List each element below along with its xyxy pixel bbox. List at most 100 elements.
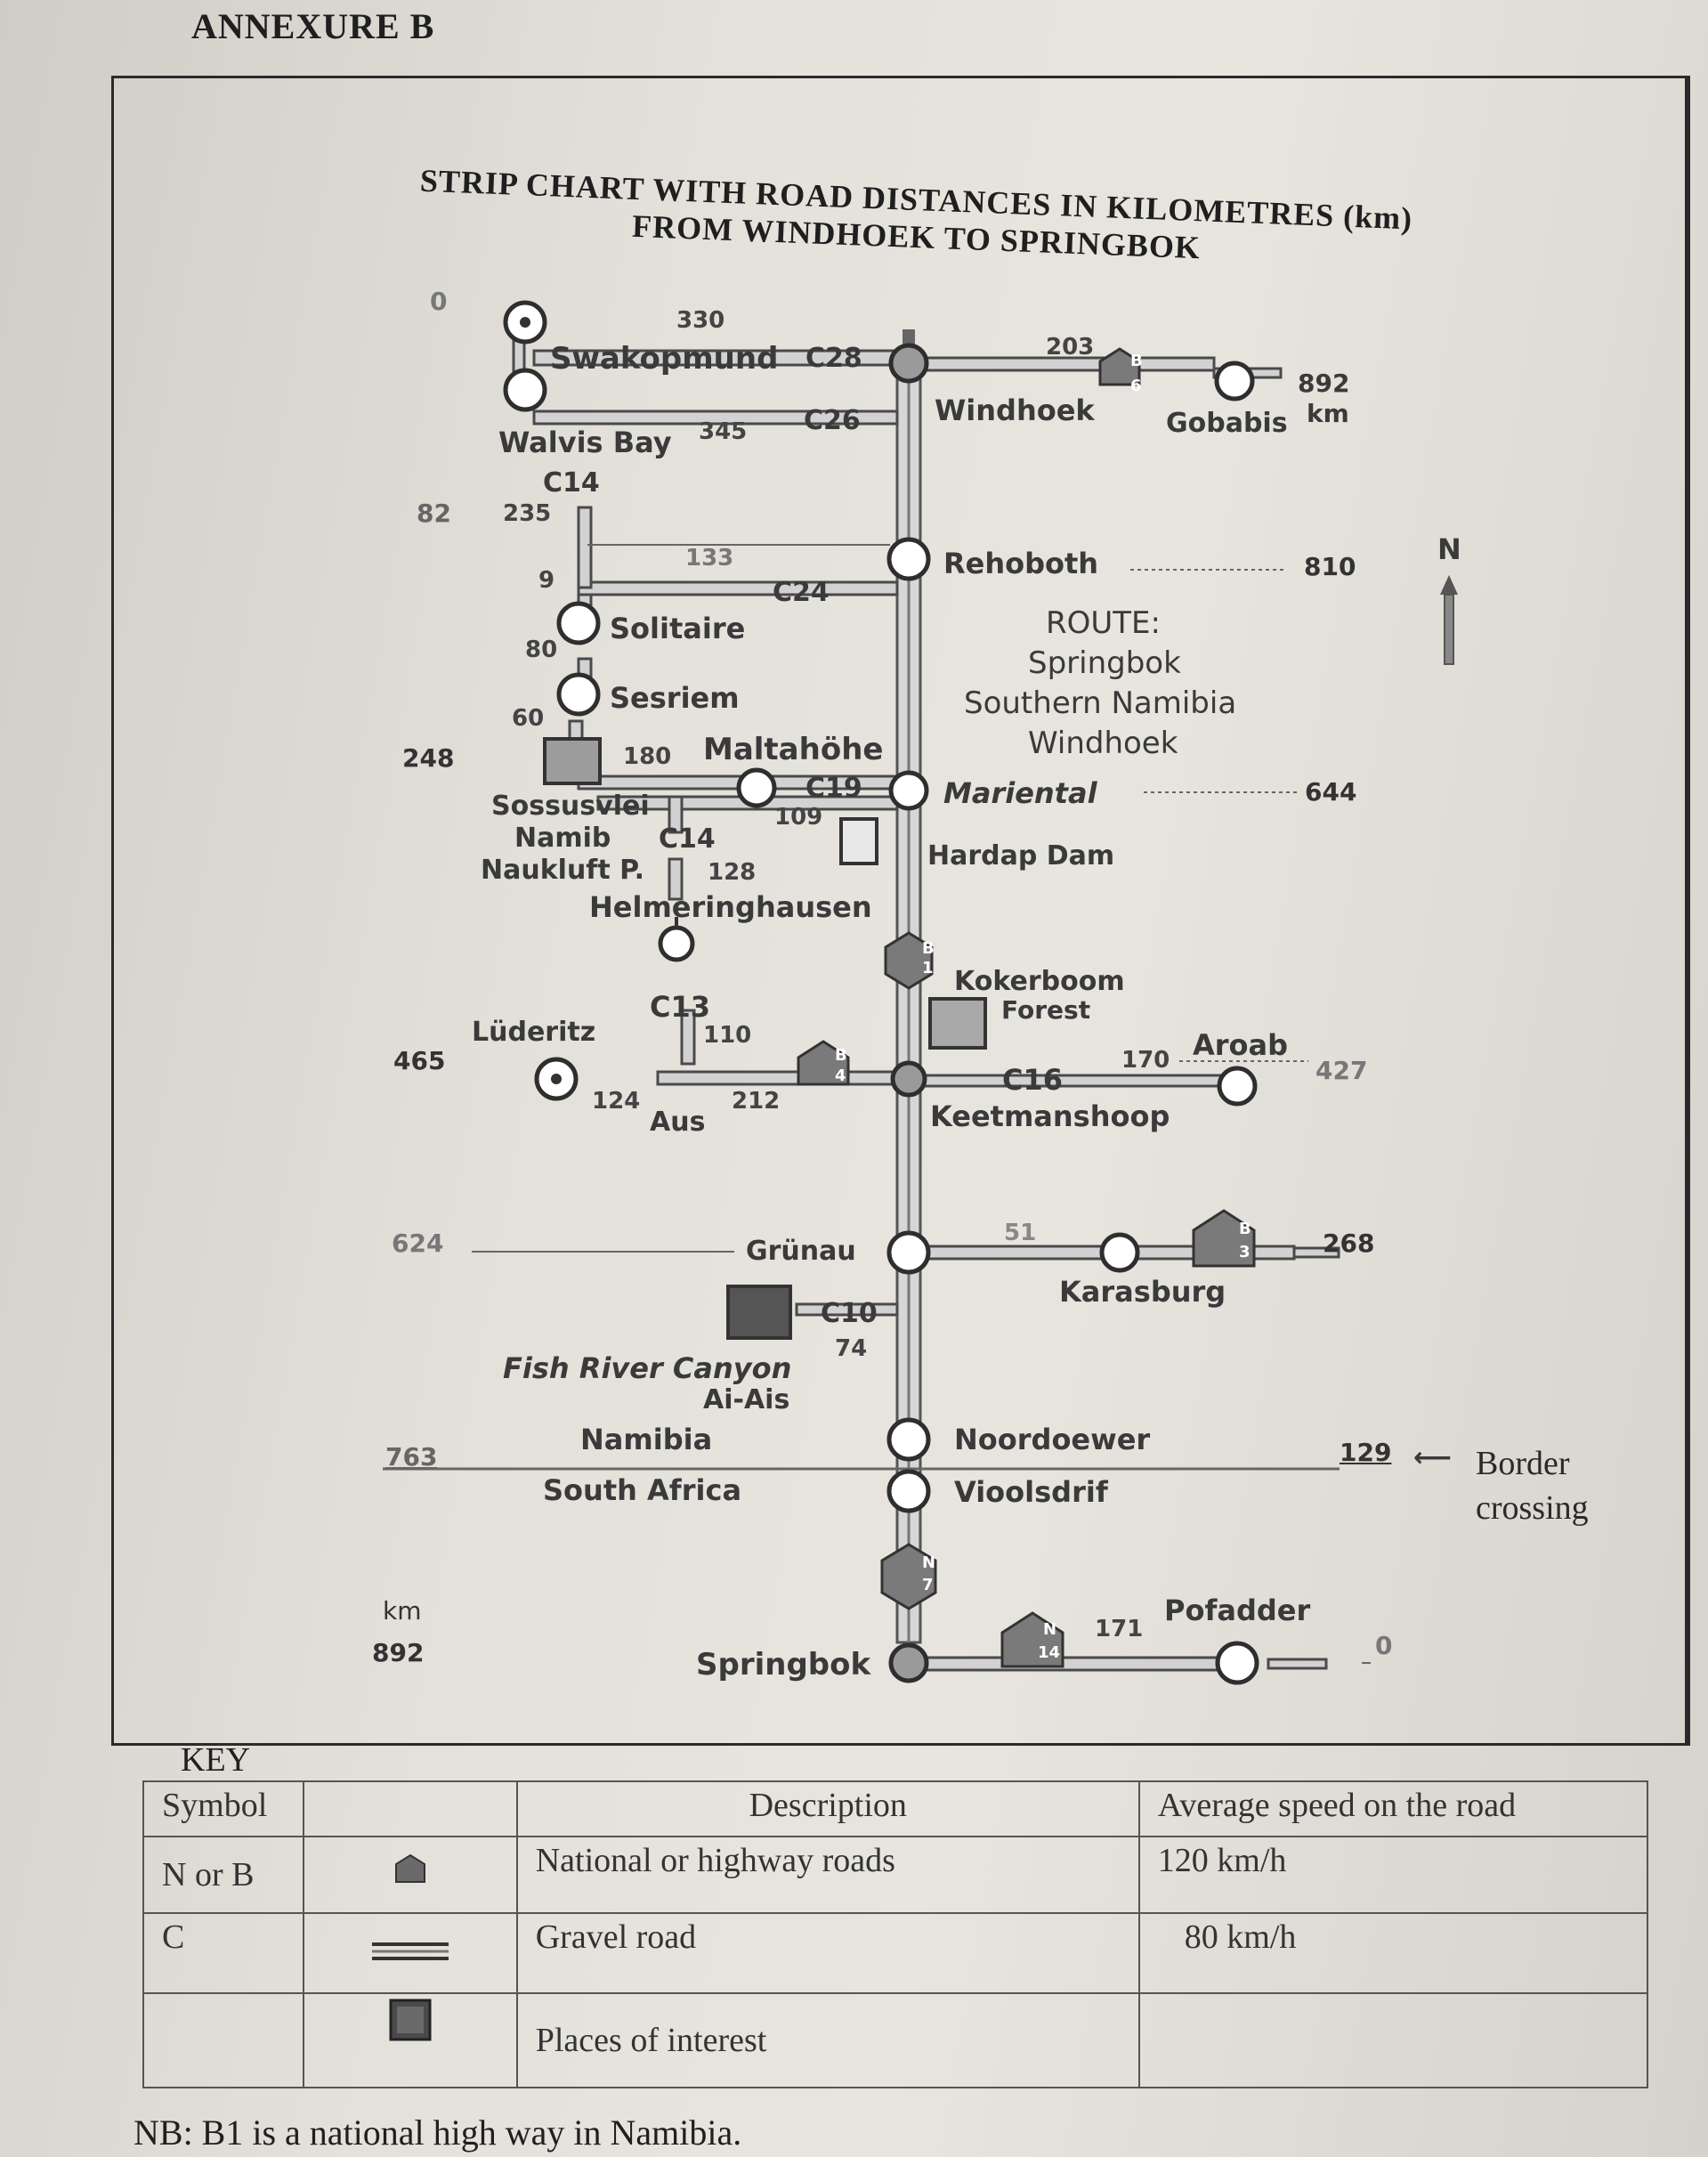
highway-shields <box>797 347 1256 1668</box>
shield-3: 3 <box>1239 1243 1251 1261</box>
sossusvlei-square <box>543 737 602 785</box>
label-gobabis-km: 892 <box>1298 369 1350 398</box>
distance-124: 124 <box>592 1088 641 1115</box>
distance-330: 330 <box>676 307 725 334</box>
annexure-label: ANNEXURE B <box>191 6 435 46</box>
kokerboom-square <box>928 997 987 1050</box>
label-hardap-dam: Hardap Dam <box>927 840 1115 872</box>
windhoek-marker <box>888 343 929 384</box>
walvis-bay-marker <box>503 368 547 412</box>
solitaire-marker <box>556 601 601 645</box>
key-description: National or highway roads <box>515 1836 1140 1914</box>
b6-shield-icon <box>1098 347 1141 386</box>
keetmanshoop-marker <box>890 1060 927 1098</box>
key-header-blank <box>302 1780 518 1837</box>
label-south-africa: South Africa <box>543 1473 742 1507</box>
road-c16: C16 <box>1002 1063 1064 1097</box>
north-arrow <box>1440 575 1458 665</box>
map-frame <box>111 76 1690 1746</box>
route-heading: ROUTE: <box>1046 605 1161 641</box>
label-springbok: Springbok <box>696 1647 871 1683</box>
label-aroab: Aroab <box>1193 1028 1289 1062</box>
road-c24: C24 <box>773 577 830 608</box>
label-solitaire: Solitaire <box>610 612 746 645</box>
route-line-1: Springbok <box>1028 645 1181 681</box>
left-tick-248: 248 <box>402 743 455 773</box>
key-row: N or B National or highway roads 120 km/… <box>142 1836 1649 1914</box>
key-speed <box>1137 1992 1649 2088</box>
label-swakopmund: Swakopmund <box>550 341 779 377</box>
compass-label: N <box>1437 532 1461 566</box>
key-symbol: C <box>142 1912 304 1994</box>
distance-80: 80 <box>525 637 558 663</box>
label-vioolsdrif: Vioolsdrif <box>954 1475 1108 1509</box>
key-header-row: Symbol Description Average speed on the … <box>142 1780 1649 1837</box>
distance-109: 109 <box>774 804 823 831</box>
place-square-icon <box>302 1992 518 2088</box>
km-total: 892 <box>372 1638 425 1667</box>
distance-128: 128 <box>708 859 757 886</box>
key-title: KEY <box>181 1741 251 1779</box>
noordoewer-marker <box>886 1417 931 1462</box>
n7-shield-icon <box>880 1543 937 1610</box>
key-speed: 80 km/h <box>1137 1912 1649 1994</box>
shield-1: 1 <box>922 959 934 977</box>
hardap-square <box>839 817 878 865</box>
label-mariental: Mariental <box>943 776 1097 810</box>
reference-lines <box>383 544 1371 1664</box>
key-speed: 120 km/h <box>1137 1836 1649 1914</box>
gobabis-marker <box>1214 361 1255 401</box>
distance-74: 74 <box>835 1335 868 1362</box>
right-tick-810: 810 <box>1304 552 1356 581</box>
label-namib: Namib <box>514 823 611 854</box>
distance-51: 51 <box>1004 1220 1037 1246</box>
label-noordoewer: Noordoewer <box>954 1423 1151 1456</box>
label-grunau: Grünau <box>746 1236 856 1267</box>
road-c28: C28 <box>805 343 862 374</box>
road-c13: C13 <box>650 990 711 1024</box>
road-c14-south: C14 <box>659 823 716 855</box>
pofadder-marker <box>1215 1641 1259 1685</box>
right-tick-129: 129 <box>1340 1438 1392 1467</box>
shield-b-aus: B <box>835 1046 847 1065</box>
arrow-left-icon: ⟵ <box>1413 1442 1453 1473</box>
km-unit: km <box>383 1596 422 1626</box>
road-c14-north: C14 <box>543 467 600 499</box>
vioolsdrif-marker <box>886 1469 931 1513</box>
key-symbol: N or B <box>142 1836 304 1914</box>
b3-shield-icon <box>1192 1209 1256 1268</box>
distance-180: 180 <box>623 743 672 770</box>
distance-9: 9 <box>538 567 555 594</box>
sesriem-marker <box>556 672 601 717</box>
key-row: C Gravel road 80 km/h <box>142 1912 1649 1994</box>
label-gobabis-unit: km <box>1307 399 1349 428</box>
rehoboth-marker <box>886 537 931 581</box>
label-karasburg: Karasburg <box>1059 1275 1226 1309</box>
road-c26: C26 <box>804 405 861 436</box>
label-maltahohe: Maltahöhe <box>703 732 884 767</box>
label-luderitz: Lüderitz <box>472 1017 596 1048</box>
border-label-line2: crossing <box>1476 1489 1589 1527</box>
distance-235: 235 <box>503 500 552 527</box>
right-tick-644: 644 <box>1305 777 1357 807</box>
shield-b-mariental: B <box>922 939 935 958</box>
key-header-symbol: Symbol <box>142 1780 304 1837</box>
b1-shield-icon <box>884 931 934 990</box>
label-windhoek: Windhoek <box>935 393 1095 427</box>
label-walvis-bay: Walvis Bay <box>498 426 672 459</box>
shield-7: 7 <box>922 1576 934 1594</box>
shield-14: 14 <box>1038 1643 1061 1662</box>
label-pofadder: Pofadder <box>1164 1593 1311 1627</box>
route-line-3: Windhoek <box>1028 726 1178 761</box>
b4-shield-icon <box>797 1040 850 1086</box>
right-tick-427: 427 <box>1315 1056 1368 1085</box>
karasburg-marker <box>1099 1232 1140 1273</box>
label-fish-river-canyon: Fish River Canyon <box>503 1351 792 1385</box>
key-row: Places of interest <box>142 1992 1649 2088</box>
double-line-icon <box>302 1912 518 1994</box>
places-of-interest <box>543 737 987 1340</box>
key-symbol <box>142 1992 304 2088</box>
grunau-marker <box>886 1230 931 1275</box>
distance-203: 203 <box>1046 334 1095 361</box>
right-tick-0: 0 <box>1375 1631 1393 1660</box>
